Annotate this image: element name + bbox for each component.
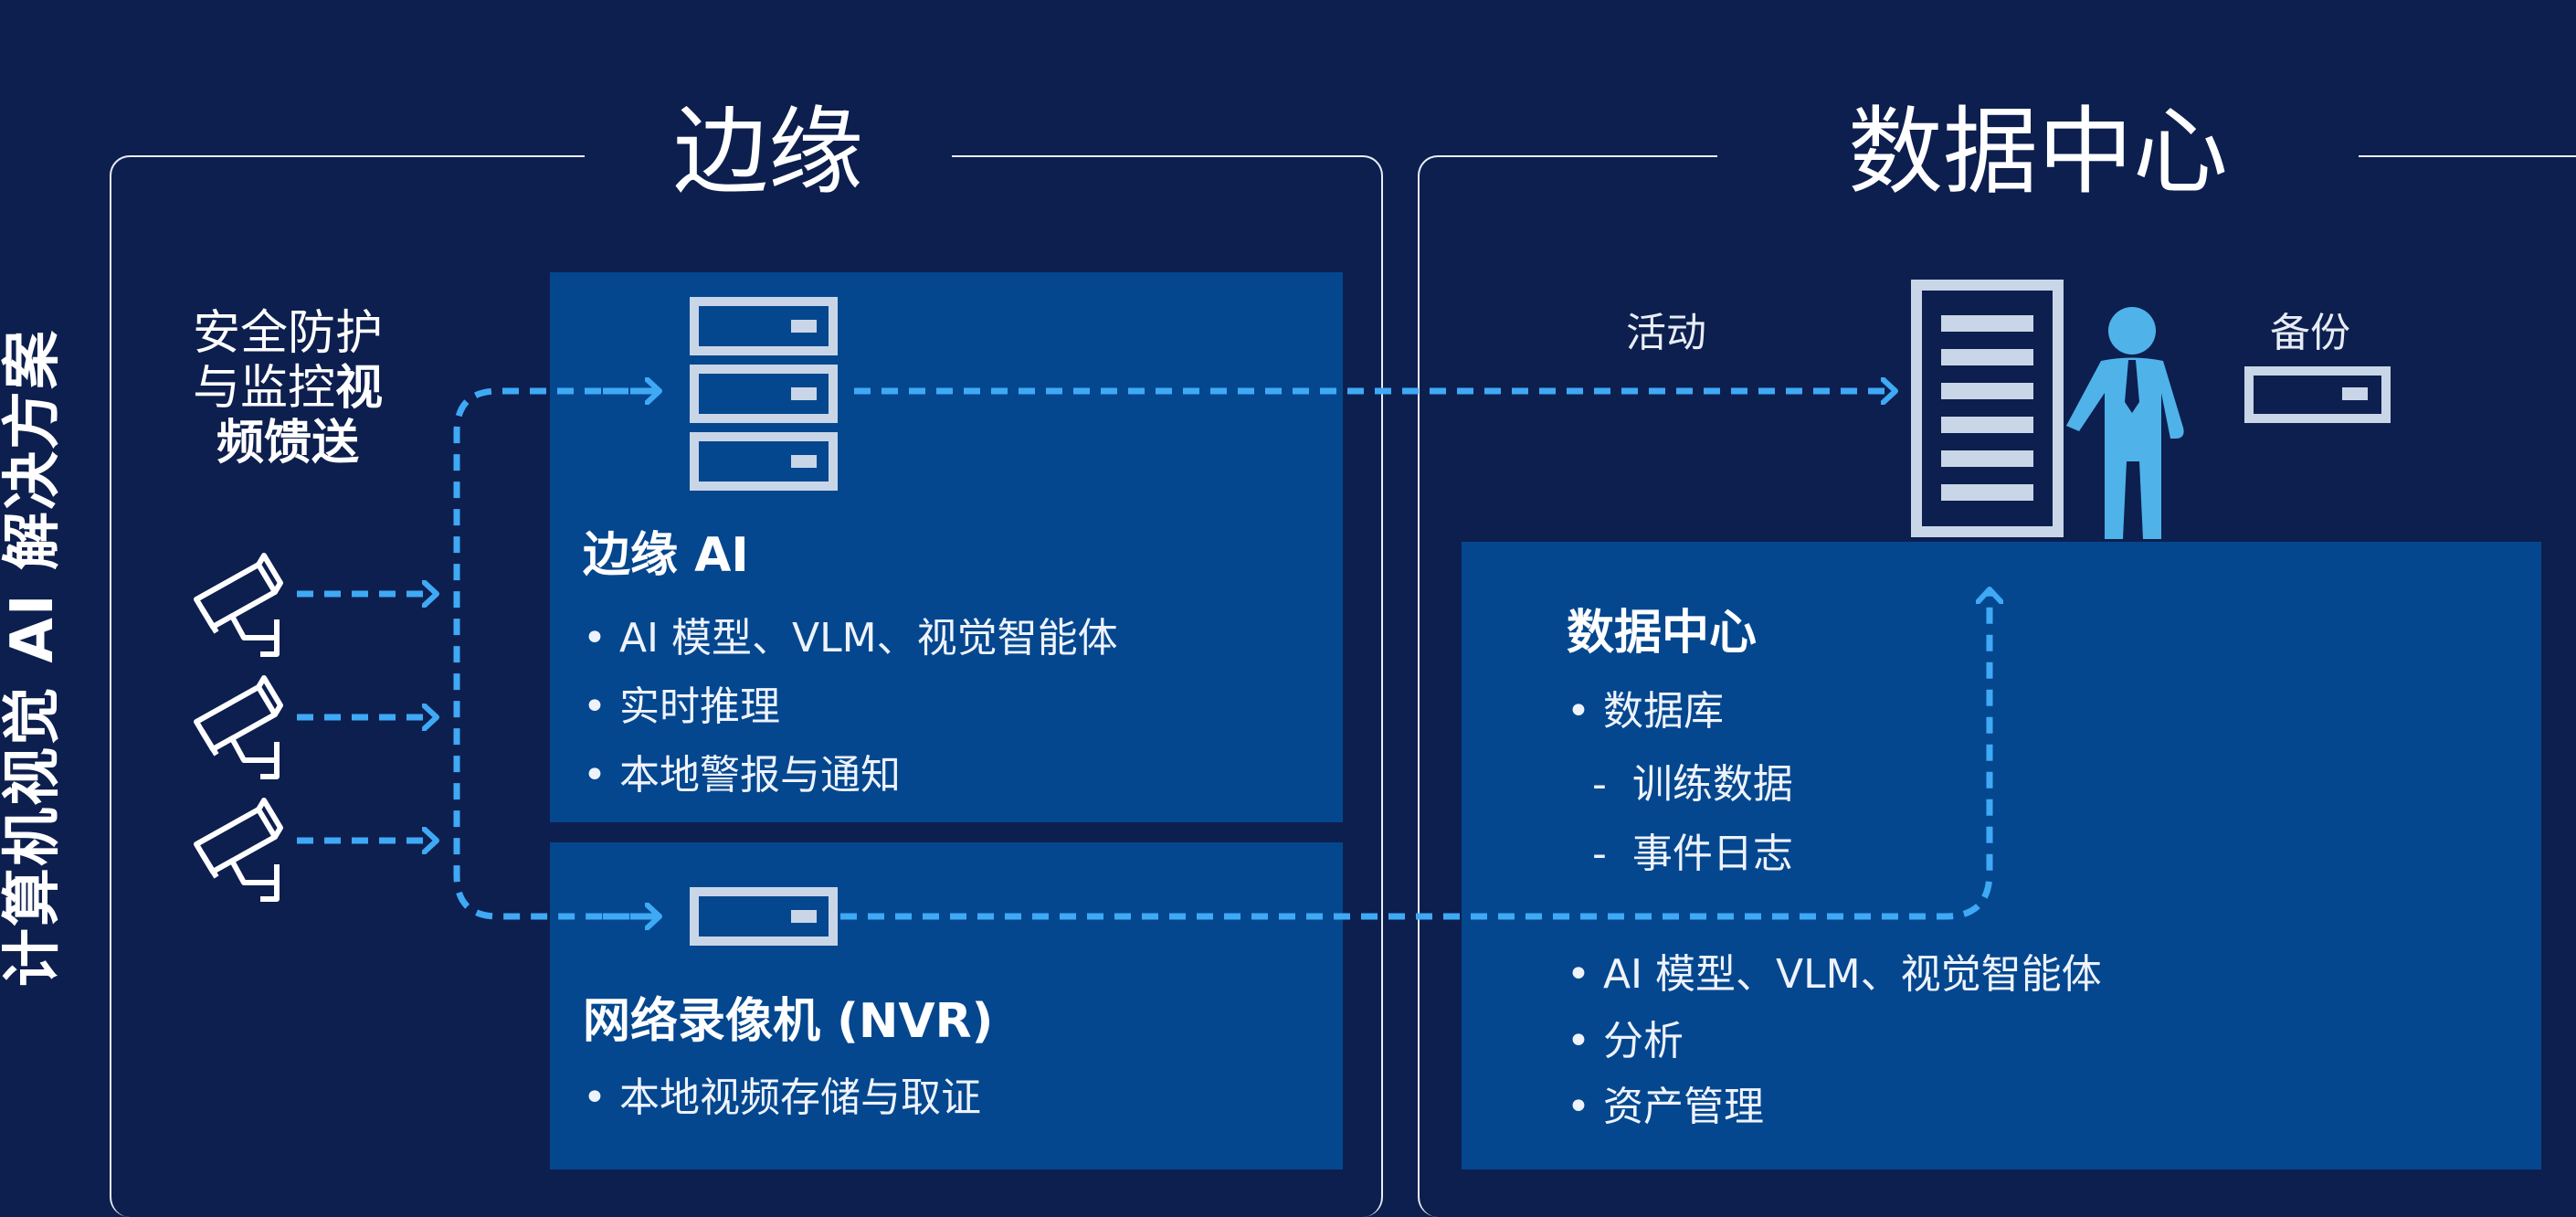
active-label: 活动: [1626, 310, 1706, 356]
datacenter-bullet-6: • 资产管理: [1567, 1084, 1764, 1130]
security-camera-icon: [194, 798, 283, 902]
edge-ai-panel: [550, 272, 1343, 822]
video-feed-label: 安全防护 与监控视 频馈送: [174, 306, 402, 471]
datacenter-panel: [1462, 542, 2541, 1169]
datacenter-bullet-5: • 分析: [1567, 1018, 1684, 1064]
camera-arrows: [297, 594, 437, 841]
server-unit-icon: [690, 887, 838, 946]
edge-ai-title: 边缘 AI: [583, 528, 749, 583]
edge-ai-bullet-3: • 本地警报与通知: [583, 752, 901, 799]
feed-label-line2-bold: 视: [335, 361, 384, 416]
nvr-title: 网络录像机 (NVR): [583, 994, 994, 1049]
feed-label-line2: 与监控: [192, 361, 335, 416]
datacenter-bullet-4: • AI 模型、VLM、视觉智能体: [1567, 951, 2102, 998]
datacenter-bullet-1: • 数据库: [1567, 688, 1724, 735]
datacenter-bullet-3: - 事件日志: [1567, 831, 1793, 877]
server-rack-icon: [1911, 280, 2064, 537]
edge-ai-bullet-2: • 实时推理: [583, 683, 780, 730]
security-camera-icon: [194, 553, 283, 657]
backup-drive-icon: [2244, 366, 2391, 423]
nvr-panel: [550, 842, 1343, 1169]
feed-label-line1: 安全防护: [192, 306, 383, 361]
datacenter-heading: 数据中心: [1717, 104, 2359, 199]
nvr-bullet-1: • 本地视频存储与取证: [583, 1074, 981, 1121]
feed-bus-line: [453, 387, 656, 920]
datacenter-panel-title: 数据中心: [1567, 606, 1758, 661]
datacenter-bullet-2: - 训练数据: [1567, 761, 1793, 808]
server-stack-icon: [690, 297, 838, 491]
feed-label-line3: 频馈送: [216, 416, 359, 471]
security-camera-icon: [194, 675, 283, 779]
edge-ai-bullet-1: • AI 模型、VLM、视觉智能体: [583, 615, 1118, 661]
backup-label: 备份: [2270, 310, 2350, 356]
nvr-to-datacenter-arrow: [840, 589, 1990, 920]
edge-heading: 边缘: [585, 104, 952, 199]
person-icon: [2066, 307, 2184, 539]
